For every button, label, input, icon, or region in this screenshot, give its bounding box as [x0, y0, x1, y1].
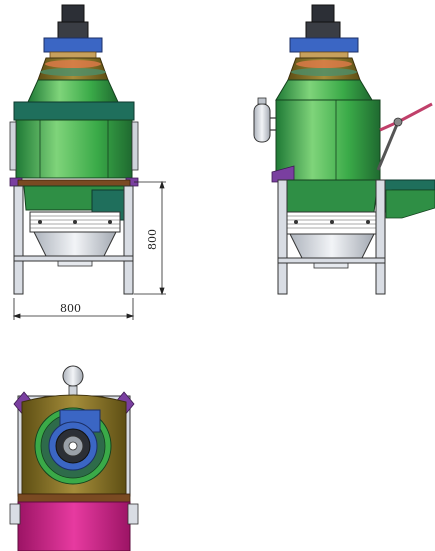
width-dimension — [12, 298, 135, 320]
side-motor-icon — [289, 37, 359, 53]
height-label: 800 — [146, 229, 159, 250]
width-label: 800 — [60, 302, 81, 315]
motor-icon — [43, 4, 103, 59]
top-band — [13, 101, 135, 121]
main-drum — [15, 119, 133, 179]
upper-housing — [27, 79, 119, 103]
knob-icon — [62, 365, 84, 397]
side-view — [253, 4, 435, 295]
air-tank-icon — [253, 97, 276, 143]
top-lower-body — [17, 501, 131, 551]
flange — [17, 179, 131, 187]
height-dimension — [134, 180, 166, 296]
pneumatic-arm-icon — [376, 102, 433, 171]
front-view: 800 800 — [9, 4, 166, 320]
top-view — [9, 365, 139, 551]
discharge-cone — [33, 231, 117, 257]
frame — [13, 185, 134, 295]
